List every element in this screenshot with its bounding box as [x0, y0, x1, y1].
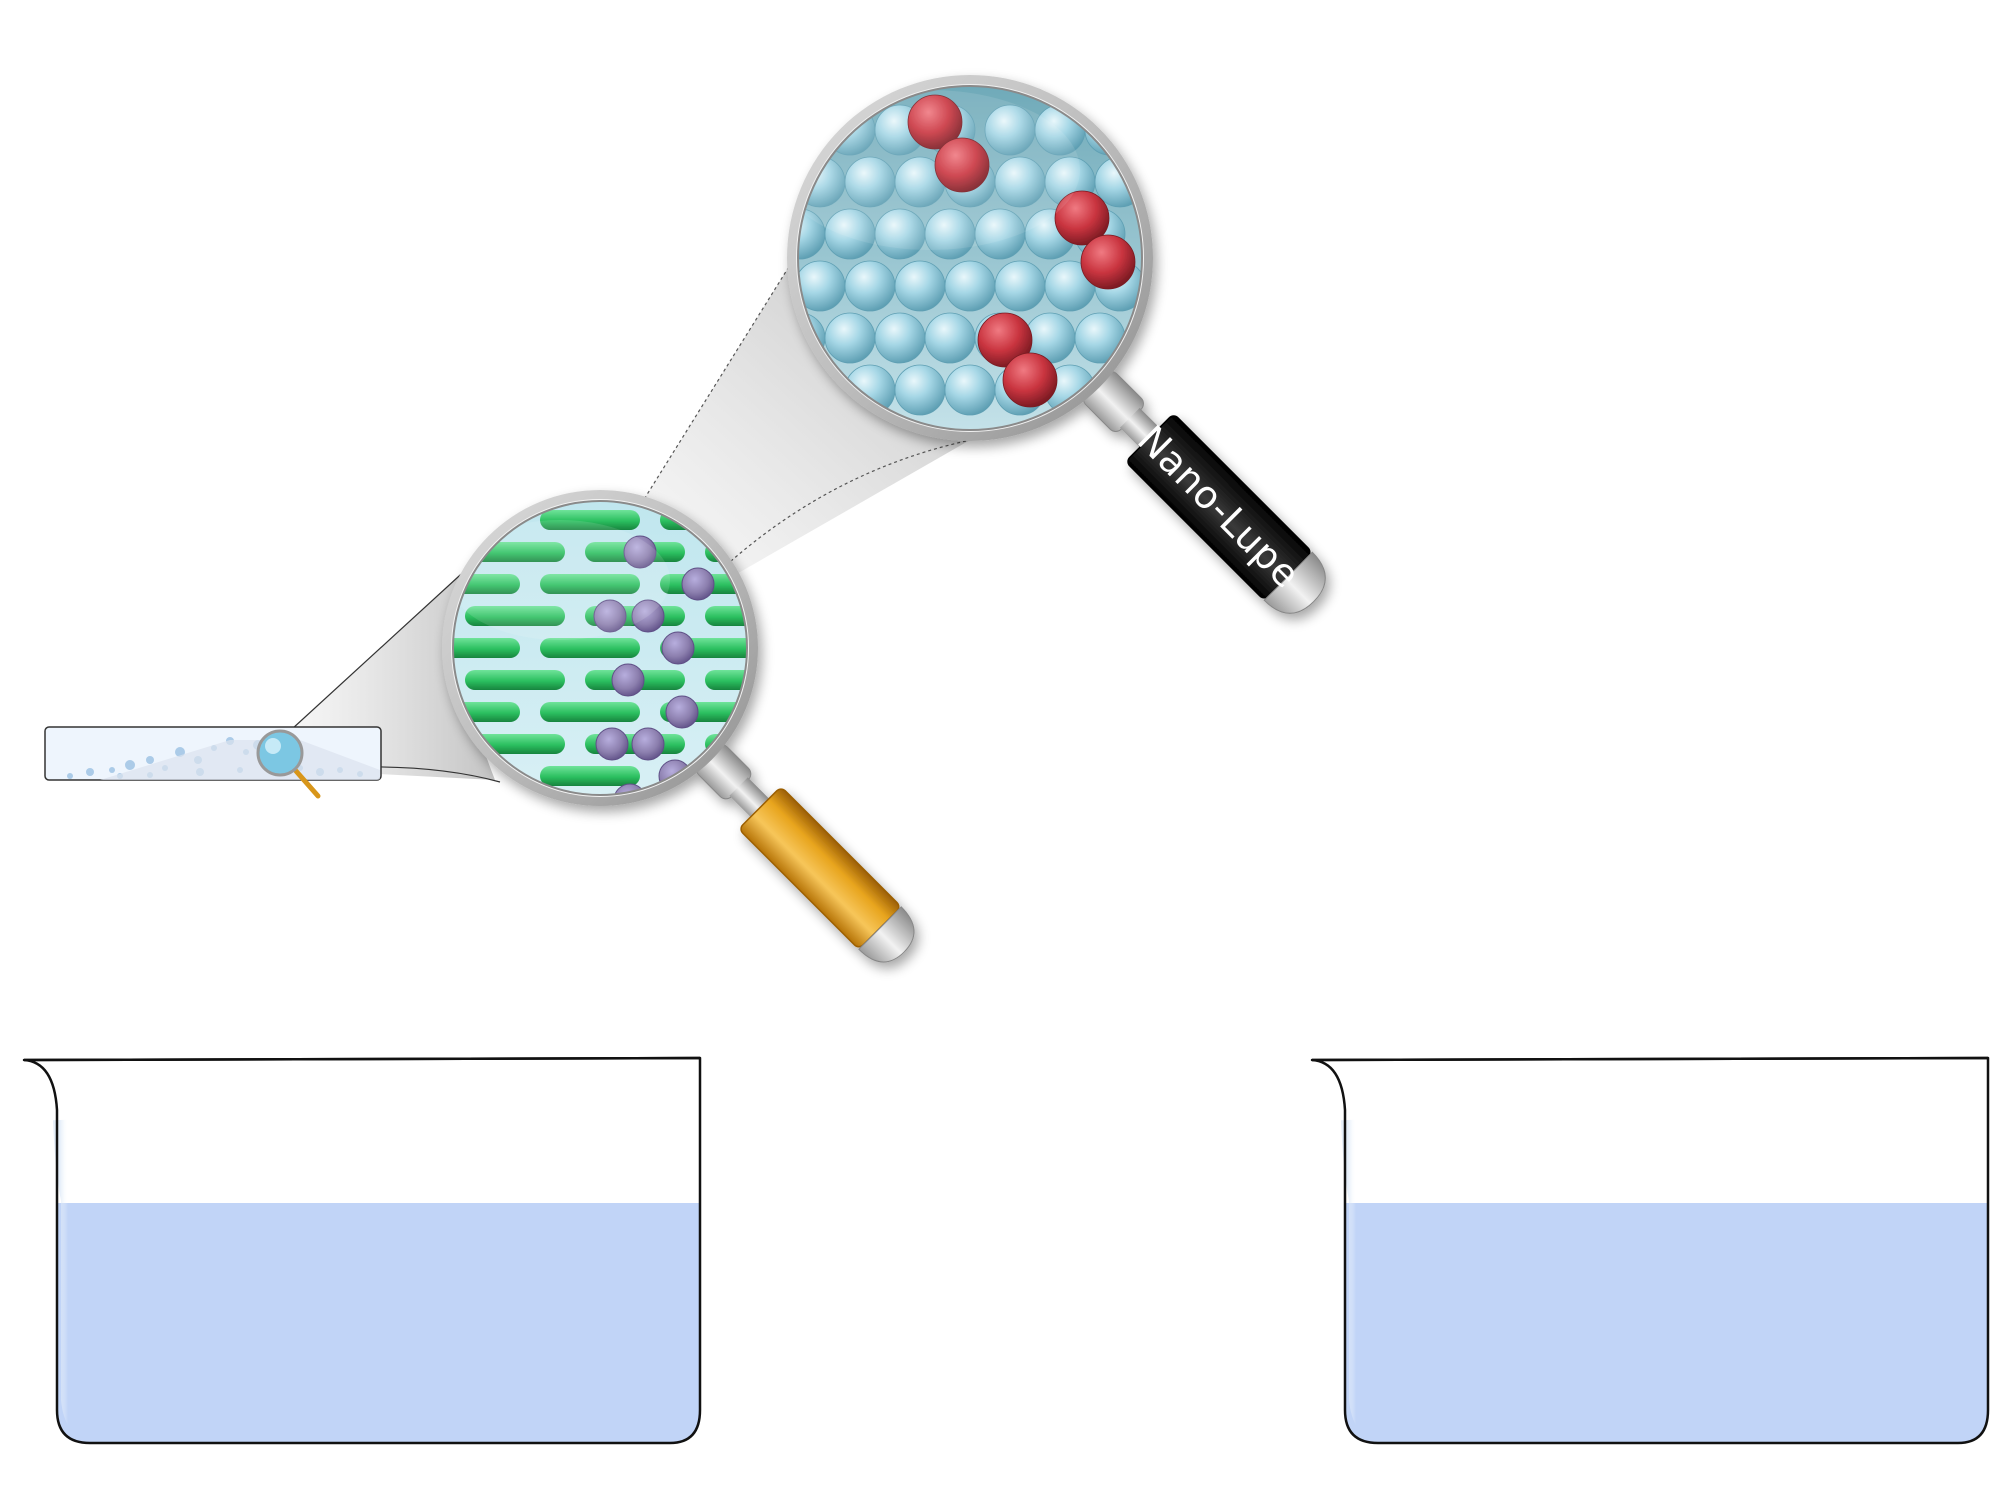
lipid-head [631, 727, 665, 761]
particle [175, 747, 185, 757]
lipid-tail [705, 606, 747, 626]
sample-particles [67, 737, 380, 780]
lipid-tail [780, 638, 880, 658]
carbon-atom [924, 312, 976, 364]
particle [86, 768, 94, 776]
beaker-right [1310, 1056, 1990, 1445]
handle-orange [740, 788, 900, 948]
particle [125, 760, 135, 770]
lipid-tail [540, 766, 640, 786]
handle-label: Nano-Lupe [1129, 417, 1309, 597]
lipid-tail [453, 638, 520, 658]
liquid [57, 1203, 700, 1443]
carbon-atom [944, 260, 996, 312]
particle [67, 773, 73, 779]
lipid-tail [465, 670, 565, 690]
carbon-atom [798, 104, 826, 156]
oxygen-atom [1054, 190, 1110, 246]
lipid-tail [705, 670, 747, 690]
lipid-head [611, 663, 645, 697]
carbon-atom [824, 312, 876, 364]
particle [109, 767, 115, 773]
oxygen-atom [977, 312, 1033, 368]
carbon-atom [874, 312, 926, 364]
sediment [100, 740, 380, 780]
carbon-atom [844, 260, 896, 312]
liquid [1345, 1203, 1988, 1443]
sample-dish [44, 726, 382, 799]
carbon-atom [894, 364, 946, 416]
lipid-head [681, 567, 715, 601]
magnifier-small [256, 729, 321, 799]
beaker-left [22, 1056, 702, 1445]
lipid-tail [780, 702, 880, 722]
carbon-atom [894, 260, 946, 312]
lipid-tail [540, 702, 640, 722]
magnifier-large: Nano-Lupe [787, 75, 1326, 614]
oxygen-atom [1080, 234, 1136, 290]
lipid-head [595, 727, 629, 761]
lipid-tail [453, 702, 520, 722]
carbon-atom [944, 364, 996, 416]
lipid-tail [780, 574, 880, 594]
lipid-head [661, 631, 695, 665]
lens-large-content [798, 86, 1142, 430]
lipid-tail [780, 766, 880, 786]
lipid-head [665, 695, 699, 729]
particle [146, 756, 154, 764]
carbon-atom [994, 260, 1046, 312]
lipid-tail [540, 638, 640, 658]
zoom-cone-medium-to-large [599, 264, 981, 595]
magnifier-medium [442, 490, 915, 963]
oxygen-atom [1002, 352, 1058, 408]
